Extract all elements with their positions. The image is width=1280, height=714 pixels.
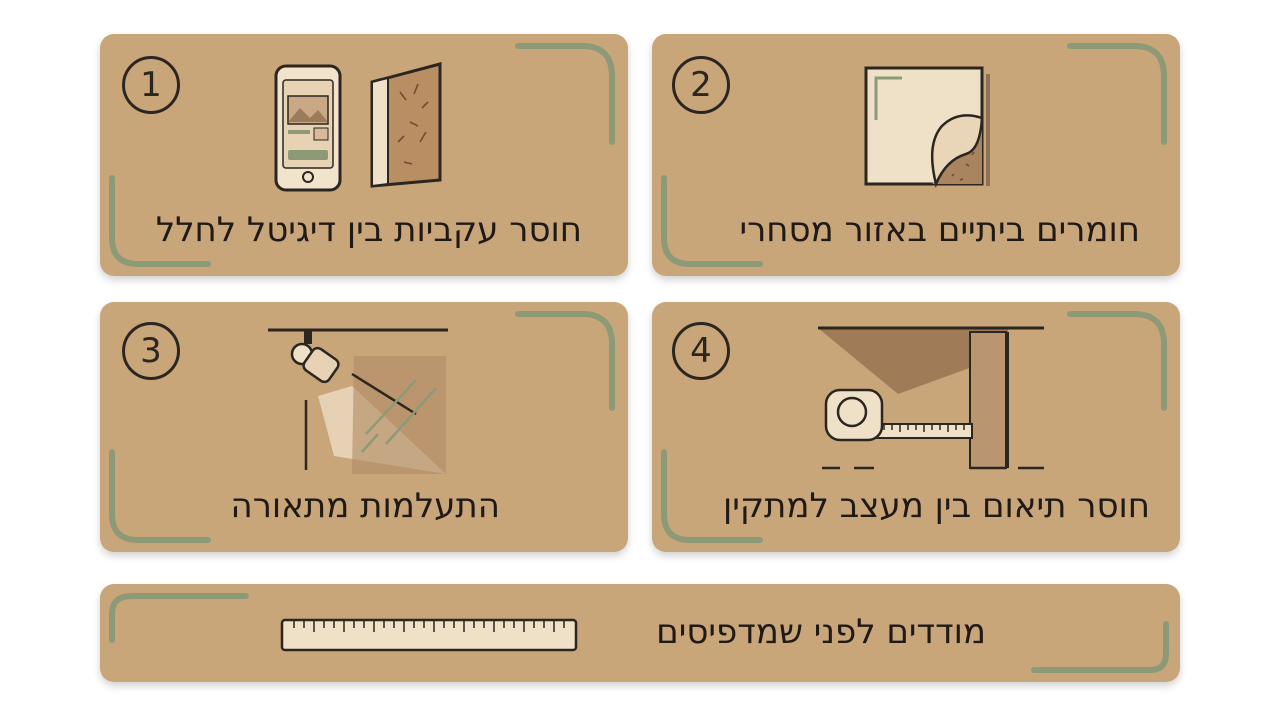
spotlight-on-glass-icon bbox=[268, 328, 448, 474]
card-4-corner-brackets bbox=[661, 311, 1167, 543]
card-4-label: חוסר תיאום בין מעצב למתקין bbox=[723, 486, 1150, 526]
card-4-number: 4 bbox=[672, 322, 730, 380]
card-3-corner-brackets bbox=[109, 311, 615, 543]
phone-and-wall-panel-icon bbox=[274, 62, 442, 192]
footer-corner-brackets bbox=[109, 593, 1169, 673]
card-3-number: 3 bbox=[122, 322, 180, 380]
card-2-corner-brackets bbox=[661, 43, 1167, 267]
card-2-label: חומרים ביתיים באזור מסחרי bbox=[739, 210, 1141, 250]
tape-measure-icon bbox=[818, 326, 1044, 470]
peeling-material-sample-icon bbox=[864, 66, 990, 188]
card-4: 4 חוסר תיאום בין מעצב למתקין bbox=[652, 302, 1180, 552]
card-2-number: 2 bbox=[672, 56, 730, 114]
footer-card: מודדים לפני שמדפיסים bbox=[100, 584, 1180, 682]
card-2: 2 חומרים ביתיים באזור מסחרי bbox=[652, 34, 1180, 276]
card-1-corner-brackets bbox=[109, 43, 615, 267]
card-1: 1 חוסר עקביות בין דיגיטל לחלל bbox=[100, 34, 628, 276]
card-1-number: 1 bbox=[122, 56, 180, 114]
card-1-label: חוסר עקביות בין דיגיטל לחלל bbox=[155, 210, 582, 250]
card-3: 3 התעלמות מתאורה bbox=[100, 302, 628, 552]
ruler-icon bbox=[280, 618, 578, 652]
footer-label: מודדים לפני שמדפיסים bbox=[656, 612, 986, 652]
card-3-label: התעלמות מתאורה bbox=[230, 486, 500, 526]
